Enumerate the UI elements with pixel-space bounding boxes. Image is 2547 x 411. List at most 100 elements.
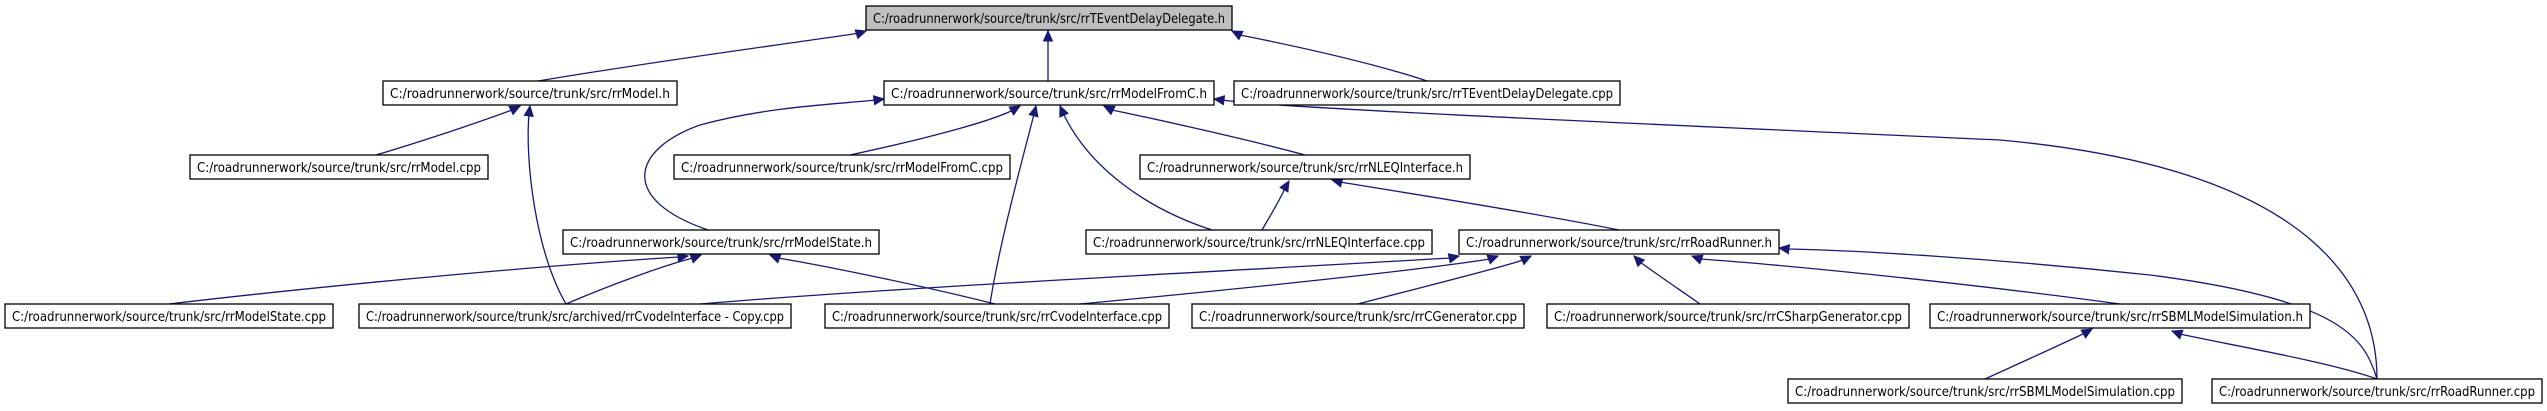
node-box [382, 80, 678, 106]
edge-rrModel_h-to-root [537, 29, 868, 82]
arrowhead-icon [1486, 254, 1500, 265]
arrowhead-icon [1519, 255, 1533, 266]
edge-rrNLEQInterface_cpp-to-rrModelFromC_h [1059, 104, 1213, 231]
node-label: C:/roadrunnerwork/source/trunk/src/archi… [366, 310, 784, 325]
node-label: C:/roadrunnerwork/source/trunk/src/rrSBM… [1937, 310, 2303, 325]
arrowhead-icon [1633, 255, 1646, 268]
node-rrModelFromC_cpp[interactable]: C:/roadrunnerwork/source/trunk/src/rrMod… [673, 154, 1011, 180]
arrowhead-icon [523, 104, 534, 118]
arrowhead-icon [1777, 244, 1791, 255]
edge-rrRoadRunner_cpp-to-rrSBMLModelSimulation_h [2170, 329, 2378, 380]
edge-line [527, 105, 567, 305]
node-box [358, 303, 792, 329]
arrowhead-icon [689, 253, 703, 264]
node-box [189, 154, 489, 180]
node-box [1929, 303, 2311, 329]
node-label: C:/roadrunnerwork/source/trunk/src/rrNLE… [1147, 161, 1463, 176]
edge-line [849, 105, 1021, 156]
node-box [1787, 378, 2183, 404]
edge-rrRoadRunner_h-to-rrNLEQInterface_h [1330, 177, 1620, 231]
edge-rrModelState_h-to-rrModelFromC_h [644, 95, 886, 231]
node-rrNLEQInterface_h[interactable]: C:/roadrunnerwork/source/trunk/src/rrNLE… [1139, 154, 1471, 180]
node-rrRoadRunner_h[interactable]: C:/roadrunnerwork/source/trunk/src/rrRoa… [1458, 229, 1780, 255]
arrowhead-icon [872, 95, 886, 106]
arrowhead-icon [1447, 253, 1461, 264]
node-rrModelState_cpp[interactable]: C:/roadrunnerwork/source/trunk/src/rrMod… [4, 303, 334, 329]
arrowhead-icon [1279, 179, 1290, 193]
edge-line [1984, 328, 2093, 380]
edge-line [1691, 255, 2121, 305]
node-box [883, 80, 1215, 106]
node-label: C:/roadrunnerwork/source/trunk/src/rrMod… [891, 87, 1207, 102]
edge-rrCvodeInterface_cpp-to-rrModelFromC_h [989, 104, 1039, 305]
edge-line [375, 105, 521, 156]
node-label: C:/roadrunnerwork/source/trunk/src/rrSBM… [1795, 385, 2175, 400]
edges-layer [168, 29, 2378, 380]
edge-rrRoadRunner_cpp-to-rrRoadRunner_h [1777, 244, 2378, 380]
node-rrModel_h[interactable]: C:/roadrunnerwork/source/trunk/src/rrMod… [382, 80, 678, 106]
node-rrSBMLModelSimulation_cpp[interactable]: C:/roadrunnerwork/source/trunk/src/rrSBM… [1787, 378, 2183, 404]
arrowhead-icon [1230, 30, 1244, 41]
edge-line [1633, 255, 1701, 305]
node-rrNLEQInterface_cpp[interactable]: C:/roadrunnerwork/source/trunk/src/rrNLE… [1085, 229, 1433, 255]
arrowhead-icon [768, 253, 782, 264]
node-rrCSharpGenerator_cpp[interactable]: C:/roadrunnerwork/source/trunk/src/rrCSh… [1546, 303, 1910, 329]
edge-rrCvodeInterface_cpp-to-rrRoadRunner_h [1079, 254, 1500, 305]
node-label: C:/roadrunnerwork/source/trunk/src/rrTEv… [1241, 87, 1613, 102]
node-label: C:/roadrunnerwork/source/trunk/src/rrMod… [197, 161, 481, 176]
arrowhead-icon [1102, 105, 1116, 116]
node-label: C:/roadrunnerwork/source/trunk/src/rrRoa… [1466, 236, 1772, 251]
edge-rrSBMLModelSimulation_h-to-rrRoadRunner_h [1690, 254, 2121, 305]
edge-line [1079, 255, 1499, 305]
edge-line [1103, 105, 1306, 156]
edge-rrNLEQInterface_h-to-rrModelFromC_h [1102, 105, 1306, 156]
node-rrTEventDelayDelegate_cpp[interactable]: C:/roadrunnerwork/source/trunk/src/rrTEv… [1233, 80, 1621, 106]
node-label: C:/roadrunnerwork/source/trunk/src/rrMod… [681, 161, 1003, 176]
arrowhead-icon [1212, 95, 1226, 106]
arrowhead-icon [2170, 329, 2184, 340]
edge-rrSBMLModelSimulation_cpp-to-rrSBMLModelSimulation_h [1984, 328, 2094, 380]
edge-line [699, 255, 1460, 305]
edge-rrCSharpGenerator_cpp-to-rrRoadRunner_h [1633, 255, 1701, 305]
node-rrModelFromC_h[interactable]: C:/roadrunnerwork/source/trunk/src/rrMod… [883, 80, 1215, 106]
edge-rrRoadRunner_cpp-to-rrModelFromC_h [1212, 95, 2378, 380]
node-box [2211, 378, 2543, 404]
edge-line [1357, 255, 1532, 305]
node-box [4, 303, 334, 329]
edge-line [565, 254, 702, 305]
edge-rrNLEQInterface_cpp-to-rrNLEQInterface_h [1261, 179, 1290, 231]
arrowhead-icon [1059, 104, 1070, 118]
node-box [1233, 80, 1621, 106]
edge-line [168, 255, 689, 305]
node-label: C:/roadrunnerwork/source/trunk/src/rrRoa… [2219, 385, 2535, 400]
node-box [824, 303, 1170, 329]
node-rrCvodeInterface_cpp[interactable]: C:/roadrunnerwork/source/trunk/src/rrCvo… [824, 303, 1170, 329]
node-rrSBMLModelSimulation_h[interactable]: C:/roadrunnerwork/source/trunk/src/rrSBM… [1929, 303, 2311, 329]
edge-line [1213, 98, 2378, 380]
arrowhead-icon [1028, 104, 1039, 118]
node-box [562, 229, 880, 255]
edge-line [1059, 105, 1213, 231]
node-rrModel_cpp[interactable]: C:/roadrunnerwork/source/trunk/src/rrMod… [189, 154, 489, 180]
node-label: C:/roadrunnerwork/source/trunk/src/rrMod… [390, 87, 670, 102]
edge-rrCvodeInterfaceCopy_cpp-to-rrRoadRunner_h [699, 253, 1461, 305]
node-box [673, 154, 1011, 180]
edge-line [1231, 30, 1428, 82]
edge-rrModelFromC_h-to-root [1042, 29, 1054, 81]
node-rrRoadRunner_cpp[interactable]: C:/roadrunnerwork/source/trunk/src/rrRoa… [2211, 378, 2543, 404]
edge-line [2171, 330, 2378, 380]
node-box [1546, 303, 1910, 329]
node-rrCvodeInterfaceCopy_cpp[interactable]: C:/roadrunnerwork/source/trunk/src/archi… [358, 303, 792, 329]
node-box [1458, 229, 1780, 255]
arrowhead-icon [1042, 29, 1054, 42]
node-rrModelState_h[interactable]: C:/roadrunnerwork/source/trunk/src/rrMod… [562, 229, 880, 255]
edge-line [1331, 179, 1620, 231]
node-rrCGenerator_cpp[interactable]: C:/roadrunnerwork/source/trunk/src/rrCGe… [1191, 303, 1525, 329]
node-label: C:/roadrunnerwork/source/trunk/src/rrCSh… [1554, 310, 1902, 325]
node-box [865, 5, 1233, 31]
arrowhead-icon [508, 105, 522, 116]
node-box [1139, 154, 1471, 180]
edge-rrModelState_cpp-to-rrModelState_h [168, 252, 690, 305]
node-label: C:/roadrunnerwork/source/trunk/src/rrCGe… [1199, 310, 1517, 325]
